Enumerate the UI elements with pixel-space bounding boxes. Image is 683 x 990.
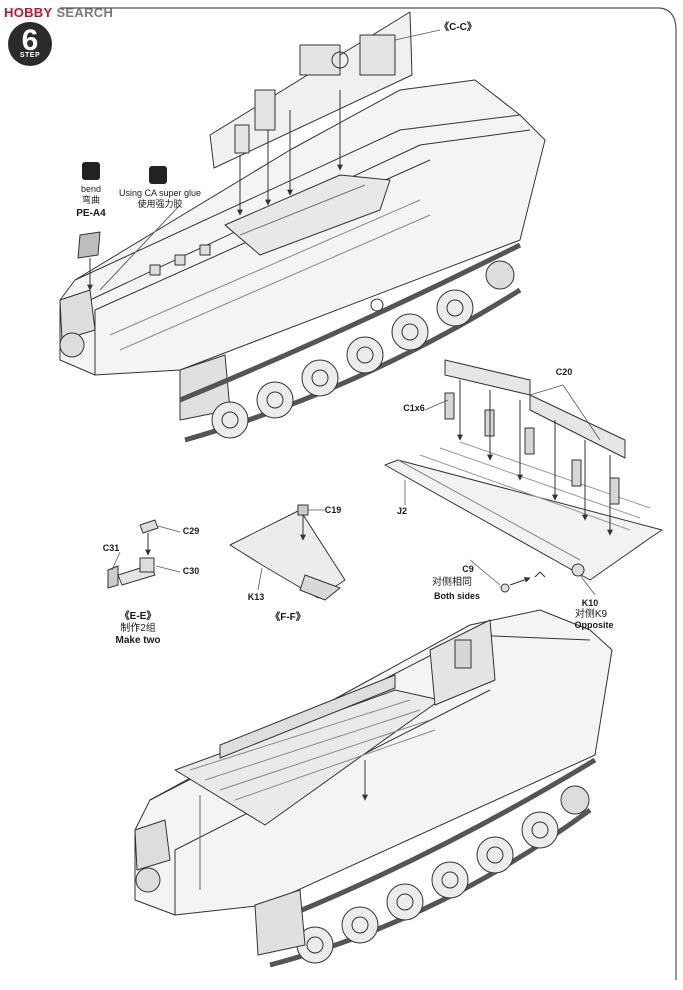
upper-hull bbox=[59, 79, 546, 443]
ff-label: 《F-F》 bbox=[270, 612, 306, 623]
page-border bbox=[60, 7, 677, 980]
c29-label: C29 bbox=[182, 526, 200, 536]
k10-note-en: Opposite bbox=[574, 620, 614, 630]
k10-note-cn: 对侧K9 bbox=[574, 609, 608, 620]
ff-subassembly bbox=[229, 504, 346, 601]
j2-floor-assembly bbox=[384, 359, 663, 593]
glue-icon bbox=[149, 166, 167, 184]
c20-label: C20 bbox=[555, 367, 573, 377]
step-number: 6 bbox=[21, 24, 39, 57]
bend-label-en: bend bbox=[80, 184, 102, 194]
c1x6-label: C1x6 bbox=[403, 403, 425, 413]
lower-hull bbox=[134, 609, 613, 968]
bend-icon bbox=[82, 162, 100, 180]
pe-a4-label: PE-A4 bbox=[76, 208, 106, 219]
glue-label-en: Using CA super glue bbox=[118, 188, 202, 198]
step-word: STEP bbox=[19, 52, 41, 59]
c9-note-en: Both sides bbox=[434, 591, 481, 601]
k10-label: K10 bbox=[581, 598, 599, 608]
brand-part1: HOBBY bbox=[4, 4, 53, 20]
ee-label: 《E-E》 bbox=[119, 611, 157, 622]
ee-make-cn: 制作2组 bbox=[120, 623, 156, 634]
c19-label: C19 bbox=[324, 505, 342, 515]
bend-label-cn: 弯曲 bbox=[81, 195, 100, 205]
pe-a4-part bbox=[77, 204, 181, 291]
ee-subassembly bbox=[107, 519, 159, 589]
glue-label-cn: 使用强力胶 bbox=[137, 199, 183, 209]
c9-note-cn: 对侧相同 bbox=[432, 577, 472, 588]
ee-make-en: Make two bbox=[115, 635, 161, 646]
step-badge: 6 STEP bbox=[8, 22, 52, 66]
cc-panel bbox=[209, 11, 413, 216]
cc-label: 《C-C》 bbox=[439, 22, 477, 33]
c30-label: C30 bbox=[182, 566, 200, 576]
c9-label: C9 bbox=[462, 564, 474, 574]
k13-label: K13 bbox=[247, 592, 265, 602]
c31-label: C31 bbox=[102, 543, 120, 553]
j2-label: J2 bbox=[396, 506, 407, 516]
